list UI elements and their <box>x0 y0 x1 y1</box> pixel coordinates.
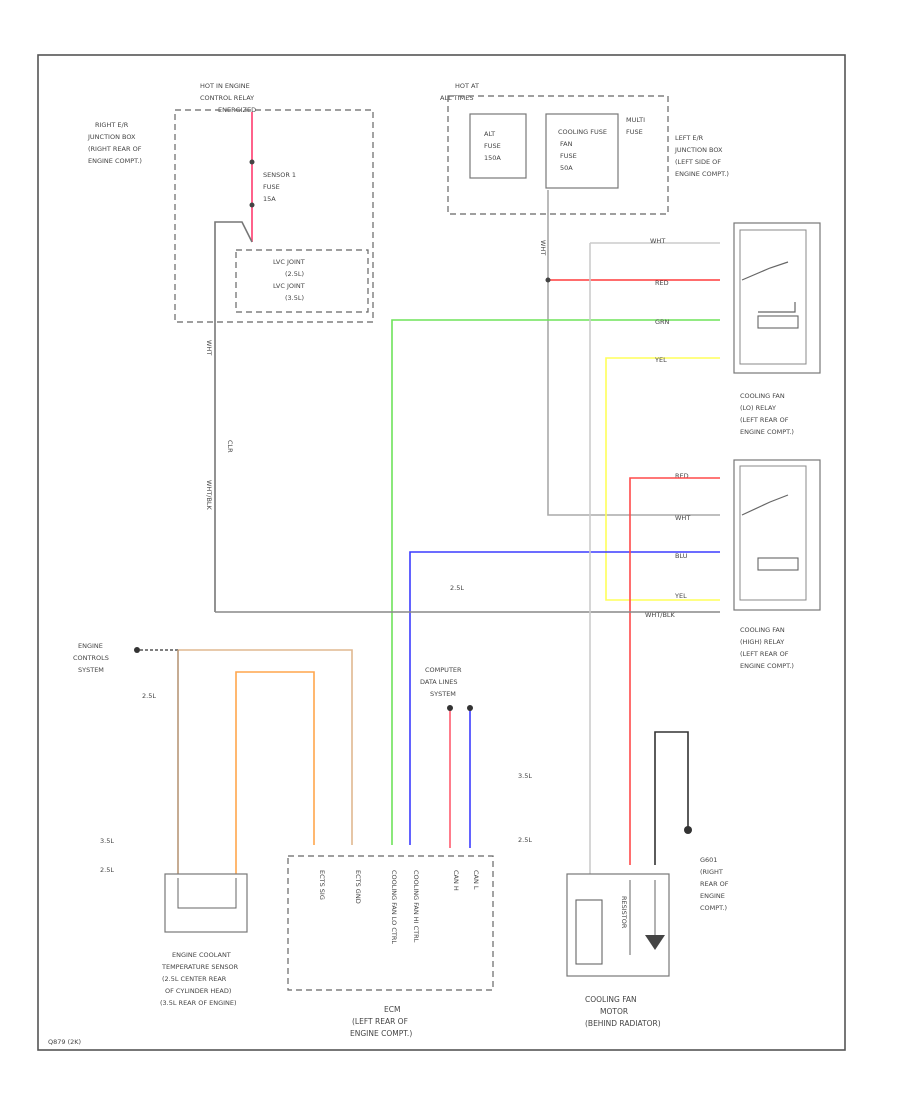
diagram-frame <box>37 54 846 1051</box>
variant-25-ects: 2.5L <box>142 692 156 700</box>
wire-yel <box>605 357 720 601</box>
wire-label-blu-hi: BLU <box>675 552 688 560</box>
hi-relay-label: COOLING FAN (HIGH) RELAY (LEFT REAR OF E… <box>740 626 794 670</box>
lvc-joint-box <box>235 249 369 313</box>
ects-label: ENGINE COOLANT TEMPERATURE SENSOR (2.5L … <box>160 951 240 1007</box>
fan-motor-resistor-label: RESISTOR <box>620 896 628 929</box>
wire-blk-org-sensor <box>178 649 353 845</box>
fan-motor-label: COOLING FAN MOTOR (BEHIND RADIATOR) <box>585 995 661 1028</box>
lo-relay-coil <box>757 315 799 329</box>
wire-label-wht-hi: WHT <box>675 514 690 522</box>
wire-label-red-hi: RED <box>675 472 689 480</box>
wire-wht-fuse-to-hi-relay <box>547 190 720 516</box>
wire-blk-ground <box>654 731 689 865</box>
ecm-label: ECM (LEFT REAR OF ENGINE COMPT.) <box>350 1005 412 1038</box>
lo-relay-label: COOLING FAN (LO) RELAY (LEFT REAR OF ENG… <box>740 392 794 436</box>
wire-label-red-lo: RED <box>655 279 669 287</box>
can-l-terminal <box>467 705 473 711</box>
fuse-contact <box>249 159 255 165</box>
wire-label-yel-hi: YEL <box>674 592 687 600</box>
right-jb-label: RIGHT E/R JUNCTION BOX (RIGHT REAR OF EN… <box>87 121 144 165</box>
ground-label: G601 (RIGHT REAR OF ENGINE COMPT.) <box>700 856 731 912</box>
fan-motor-resistor <box>575 899 603 965</box>
lo-relay-switch <box>741 261 789 281</box>
ects-element <box>177 878 237 909</box>
wire-label-wht-blk-hi: WHT/BLK <box>645 611 676 619</box>
variant-25-ects-b: 2.5L <box>100 866 114 874</box>
alt-fuse-label: ALT FUSE 150A <box>484 130 503 162</box>
fan-motor-diode <box>645 935 665 950</box>
cooling-fuse-box <box>545 113 619 189</box>
fan-motor-box <box>566 873 670 977</box>
sensor-fuse-label: SENSOR 1 FUSE 15A <box>263 171 298 203</box>
hot-at-all-times-label: HOT AT ALL TIMES <box>440 82 481 102</box>
wire-label-yel-lo: YEL <box>654 356 667 364</box>
wire-grn <box>391 319 720 845</box>
wire-wht-sensor-feed <box>214 221 253 612</box>
ground-point <box>684 826 692 834</box>
alt-fuse-box <box>469 113 527 179</box>
wire-label-wht-blk: WHT/BLK <box>205 480 213 511</box>
wire-blu <box>409 551 720 845</box>
variant-25-mid: 2.5L <box>450 584 464 592</box>
right-jb-box <box>174 109 374 323</box>
computer-data-label: COMPUTER DATA LINES SYSTEM <box>420 666 464 698</box>
ecm-pin-fan-hi: COOLING FAN HI CTRL <box>412 870 420 943</box>
hot-in-ecr-label: HOT IN ENGINE CONTROL RELAY ENERGIZED <box>200 82 256 114</box>
wire-label-grn: GRN <box>655 318 670 326</box>
fuse-contact <box>249 202 255 208</box>
wire-label-wht-lo: WHT <box>650 237 665 245</box>
engine-controls-connector <box>134 647 140 653</box>
ecm-pin-ects-gnd: ECTS GND <box>354 870 362 904</box>
ects-box <box>164 873 248 933</box>
wire-org-sensor <box>235 671 315 878</box>
left-jb-label: LEFT E/R JUNCTION BOX (LEFT SIDE OF ENGI… <box>674 134 729 178</box>
lvc-joint-label: LVC JOINT (2.5L) LVC JOINT (3.5L) <box>273 258 307 302</box>
variant-35-ects: 3.5L <box>100 837 114 845</box>
wire-label-clr: CLR <box>226 440 234 453</box>
diagram-code: Q879 (2K) <box>48 1038 81 1046</box>
lo-relay-inner <box>739 229 807 365</box>
variant-25-data: 2.5L <box>518 836 532 844</box>
lo-relay-coil-lead <box>758 302 796 313</box>
hi-relay-box <box>733 459 821 611</box>
hi-relay-switch <box>741 494 789 516</box>
wire-red-motor <box>629 477 720 865</box>
lo-relay-box <box>733 222 821 374</box>
engine-controls-label: ENGINE CONTROLS SYSTEM <box>73 642 111 674</box>
ecm-pin-ects-sig: ECTS SIG <box>318 870 326 900</box>
ecm-pin-can-l: CAN L <box>472 870 480 890</box>
fan-motor-leads <box>629 880 656 955</box>
ecm-pin-fan-lo: COOLING FAN LO CTRL <box>390 870 398 944</box>
left-jb-box <box>447 95 669 215</box>
cooling-fuse-label: COOLING FUSE FAN FUSE 50A <box>558 128 609 172</box>
can-h-terminal <box>447 705 453 711</box>
wire-label-wht-top: WHT <box>539 240 547 255</box>
ecm-box <box>287 855 494 991</box>
ecm-pin-can-h: CAN H <box>452 870 460 891</box>
splice <box>545 277 551 283</box>
multi-fuse-label: MULTI FUSE <box>626 116 647 136</box>
hi-relay-inner <box>739 465 807 601</box>
wire-label-wht: WHT <box>205 340 213 355</box>
hi-relay-coil <box>757 557 799 571</box>
variant-35-data: 3.5L <box>518 772 532 780</box>
